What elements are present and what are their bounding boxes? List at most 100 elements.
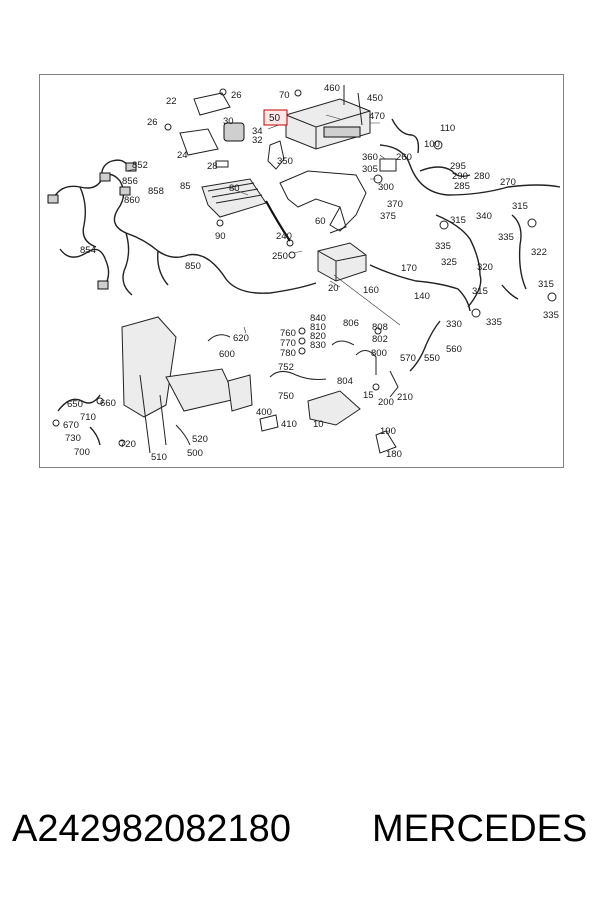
callout-label: 110	[440, 123, 455, 134]
connector-part	[119, 186, 131, 196]
callout-label: 510	[151, 452, 167, 463]
callout-label: 300	[378, 182, 394, 193]
harness-branch	[59, 248, 110, 288]
connector-part	[97, 280, 109, 290]
callout-label: 140	[414, 291, 430, 302]
sensor-cable-part	[409, 320, 441, 372]
callout-label: 200	[378, 397, 394, 408]
callout-label: 780	[280, 348, 296, 359]
callout-label: 752	[278, 362, 294, 373]
callout-label: 810	[310, 322, 326, 333]
callout-label: 854	[80, 245, 96, 256]
callout-label: 840	[310, 313, 326, 324]
screw-part	[219, 88, 227, 96]
brand-name: MERCEDES	[372, 808, 588, 850]
callout-label: 15	[363, 390, 374, 401]
connector-part	[99, 172, 111, 182]
screw-part	[52, 419, 60, 427]
callout-label: 26	[231, 90, 242, 101]
callout-label: 730	[65, 433, 81, 444]
callout-label: 330	[446, 319, 462, 330]
fitting-part	[379, 158, 397, 172]
leader-lines	[325, 114, 341, 120]
callout-label: 370	[387, 199, 403, 210]
sensor-part	[259, 414, 279, 432]
callout-label: 70	[279, 90, 290, 101]
seal-ring-part	[547, 292, 557, 302]
callout-label: 856	[122, 176, 138, 187]
callout-label: 260	[396, 152, 412, 163]
callout-label: 24	[177, 150, 188, 161]
callout-label: 620	[233, 333, 249, 344]
callout-label: 720	[120, 439, 136, 450]
bracket-part	[175, 424, 191, 446]
callout-label: 820	[310, 331, 326, 342]
bracket-leg-part	[329, 206, 347, 234]
pipe-part	[435, 214, 482, 308]
pipe-part	[511, 214, 527, 290]
callout-label: 808	[372, 322, 388, 333]
callout-label: 250	[272, 251, 288, 262]
callout-label: 335	[486, 317, 502, 328]
screw-part	[298, 337, 306, 345]
harness-branch	[79, 186, 97, 248]
screw-part	[164, 123, 172, 131]
screw-part	[288, 251, 296, 259]
callout-label: 470	[369, 111, 385, 122]
relay-box-part	[317, 242, 367, 282]
callout-label: 852	[132, 160, 148, 171]
screw-part	[374, 327, 382, 335]
fuse-carrier-ribs	[207, 182, 263, 204]
callout-label: 760	[280, 328, 296, 339]
parts-diagram-frame: 50 22 26 26 24 30 34 32 28 70 460 450 47…	[39, 74, 564, 468]
callout-label: 100	[424, 139, 440, 150]
callout-label: 30	[223, 116, 234, 127]
bolt-part	[357, 92, 363, 126]
callout-label: 335	[498, 232, 514, 243]
callout-label: 315	[450, 215, 466, 226]
sensor-cable-part	[57, 394, 101, 412]
pipe-part	[391, 118, 420, 154]
callout-label: 335	[435, 241, 451, 252]
screw-part	[298, 327, 306, 335]
seal-ring-part	[471, 308, 481, 318]
callout-label: 270	[500, 177, 516, 188]
callout-label: 28	[207, 161, 218, 172]
control-unit-part	[285, 98, 371, 150]
callout-label: 550	[424, 353, 440, 364]
harness-branch	[157, 250, 169, 286]
callout-label: 375	[380, 211, 396, 222]
callout-label: 34	[252, 126, 263, 137]
callout-label: 295	[450, 161, 466, 172]
screw-part	[294, 89, 302, 97]
support-leg-part	[159, 394, 167, 446]
leader-lines	[333, 274, 401, 326]
callout-label: 335	[543, 310, 559, 321]
seal-ring-part	[439, 220, 449, 230]
pipe-part	[369, 264, 471, 312]
callout-label: 806	[343, 318, 359, 329]
callout-label: 210	[397, 392, 413, 403]
clip-part	[215, 160, 229, 168]
pipe-part	[379, 144, 561, 196]
screw-part	[372, 383, 380, 391]
bracket-frame-part	[279, 170, 367, 232]
callout-label: 670	[63, 420, 79, 431]
callout-label: 800	[371, 348, 387, 359]
control-module-part	[307, 390, 361, 426]
callout-label: 340	[476, 211, 492, 222]
callout-label: 240	[276, 231, 292, 242]
part-number: A242982082180	[12, 808, 291, 850]
callout-label: 410	[281, 419, 297, 430]
callout-label: 770	[280, 338, 296, 349]
gasket-part	[179, 128, 219, 156]
callout-label: 315	[538, 279, 554, 290]
callout-label-highlighted: 50	[269, 113, 281, 124]
callout-label: 305	[362, 164, 378, 175]
callout-label: 315	[472, 286, 488, 297]
callout-label: 710	[80, 412, 96, 423]
callout-label: 830	[310, 340, 326, 351]
callout-label: 650	[67, 399, 83, 410]
callout-label: 360	[362, 152, 378, 163]
callout-label: 660	[100, 398, 116, 409]
